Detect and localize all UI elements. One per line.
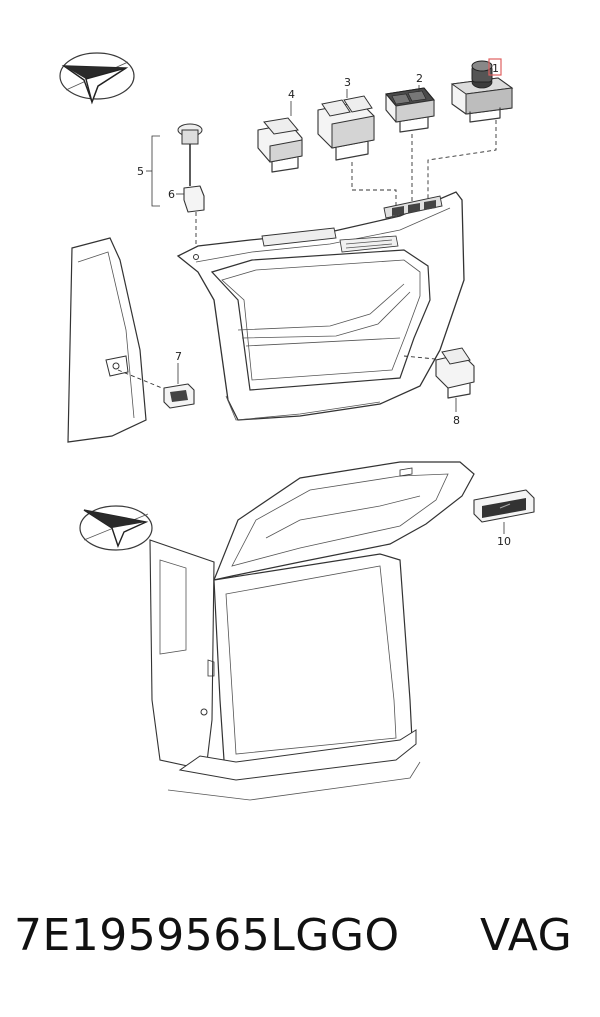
- callout-5: 5: [137, 165, 144, 178]
- part-number-label: 7E1959565LGGO: [14, 910, 400, 961]
- bracket-5-6: [151, 135, 160, 207]
- part-8-window-switch: [403, 347, 475, 399]
- callout-2: 2: [416, 72, 423, 85]
- direction-arrow-icon-bottom: [79, 505, 153, 551]
- part-2-double-window-switch: [385, 87, 435, 133]
- callout-1: 1: [492, 62, 499, 75]
- part-4-single-window-switch: [257, 117, 303, 173]
- callout-8: 8: [453, 414, 460, 427]
- part-1-mirror-switch: [450, 60, 514, 123]
- part-5-lock-knob: [177, 123, 203, 186]
- direction-arrow-icon-top: [59, 52, 135, 105]
- part-3-window-switch: [317, 95, 375, 161]
- callout-10: 10: [497, 535, 511, 548]
- brand-label: VAG: [480, 910, 573, 961]
- part-number-footer: 7E1959565LGGO VAG: [14, 900, 586, 980]
- van-rear-tailgate: [149, 461, 475, 801]
- callout-7: 7: [175, 350, 182, 363]
- door-trim-panel: [176, 191, 465, 421]
- part-10-tailgate-switch: [473, 489, 535, 523]
- callout-3: 3: [344, 76, 351, 89]
- callout-1-highlight: [488, 58, 502, 76]
- callout-6: 6: [168, 188, 175, 201]
- part-7-pillar-switch: [117, 369, 195, 409]
- callout-4: 4: [288, 88, 295, 101]
- b-pillar-trim: [67, 237, 147, 443]
